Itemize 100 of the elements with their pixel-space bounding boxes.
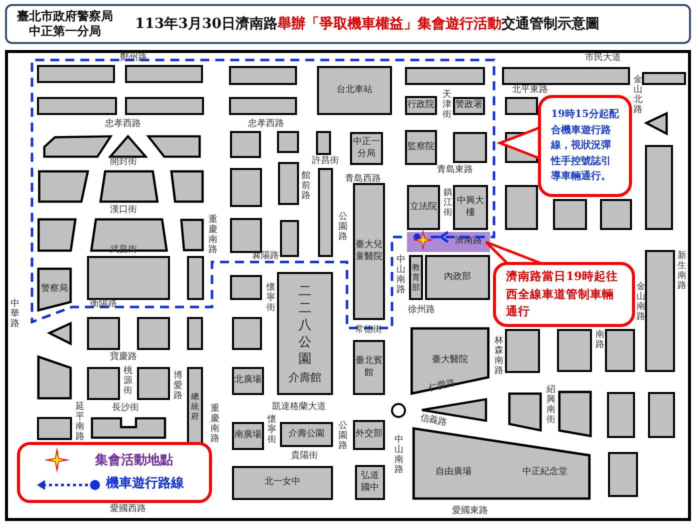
city-block xyxy=(37,65,115,83)
city-block xyxy=(505,97,538,115)
building-label: 臺大醫院 xyxy=(432,355,468,367)
city-block xyxy=(608,452,638,497)
building-block xyxy=(353,340,385,395)
city-block xyxy=(87,317,120,350)
city-block xyxy=(229,66,297,85)
city-block xyxy=(37,417,72,440)
city-block xyxy=(553,199,587,230)
diagram-title: 113年3月30日濟南路舉辦「爭取機車權益」集會遊行活動交通管制示意圖 xyxy=(135,15,600,33)
building-label: 外交部 xyxy=(356,429,382,441)
city-block xyxy=(645,145,673,230)
city-block xyxy=(48,322,72,345)
building-label: 介壽公園 xyxy=(288,428,324,440)
city-block xyxy=(108,135,148,158)
building-block xyxy=(453,97,485,115)
city-block xyxy=(600,199,632,230)
building-block xyxy=(453,185,488,230)
street-label: 北平東路 xyxy=(512,86,548,96)
street-label: 武昌街 xyxy=(110,246,137,256)
city-block xyxy=(230,275,262,300)
organization-name: 臺北市政府警察局中正第一分局 xyxy=(16,9,114,39)
street-label: 金山南路 xyxy=(636,283,646,323)
street-label: 長沙街 xyxy=(112,404,139,414)
building-label: 警察局 xyxy=(41,284,68,296)
city-block xyxy=(645,250,675,372)
city-block xyxy=(98,170,160,203)
building-block xyxy=(350,132,383,165)
city-block xyxy=(642,72,686,85)
city-block xyxy=(232,317,262,350)
building-block xyxy=(277,272,333,395)
building-block xyxy=(405,96,437,115)
building-label: 自由廣場 xyxy=(436,466,472,478)
building-block xyxy=(409,255,423,300)
street-label: 中山南路 xyxy=(394,436,404,476)
city-block xyxy=(137,317,170,350)
building-label: 南廣場 xyxy=(234,430,262,442)
building-block xyxy=(232,466,333,500)
city-block xyxy=(318,168,333,257)
street-label: 愛國東路 xyxy=(452,507,488,517)
city-block xyxy=(453,132,487,163)
street-label: 凱達格蘭大道 xyxy=(272,403,326,413)
city-block xyxy=(37,170,90,203)
street-label: 重慶南路 xyxy=(208,216,218,256)
building-label: 立法院 xyxy=(410,202,437,214)
building-block xyxy=(280,422,333,447)
city-block xyxy=(180,218,204,252)
city-block xyxy=(505,185,538,230)
building-label: 臺大兒童醫院 xyxy=(355,240,383,263)
building-label: 教育部 xyxy=(411,262,421,292)
street-label: 延平南路 xyxy=(75,403,86,443)
city-block xyxy=(278,162,299,205)
city-block xyxy=(87,367,120,400)
building-block xyxy=(232,367,264,395)
building-label: 中正紀念堂 xyxy=(522,466,568,478)
city-block xyxy=(125,97,204,115)
callout-bubble xyxy=(538,95,632,197)
street-label: 林森南路 xyxy=(494,337,504,377)
city-block xyxy=(558,390,592,438)
street-label: 中華路 xyxy=(10,300,20,330)
city-block xyxy=(605,329,635,372)
callout-text: 濟南路當日19時起往西全線車道管制車輛通行 xyxy=(506,268,620,320)
building-block xyxy=(425,255,490,300)
street-label: 天津街 xyxy=(442,91,452,121)
street-label: 漢口街 xyxy=(110,206,137,216)
street-label: 館前路 xyxy=(301,172,312,202)
building-label: 弘道國中 xyxy=(360,471,380,494)
street-label: 忠孝西路 xyxy=(248,120,284,130)
city-block xyxy=(37,97,117,115)
city-block xyxy=(508,392,542,432)
street-label: 懷寧街 xyxy=(266,284,276,314)
legend-label: 集會活動地點 xyxy=(95,453,173,469)
city-block xyxy=(137,367,170,400)
building-block xyxy=(37,267,72,312)
legend-label: 機車遊行路線 xyxy=(106,476,184,492)
street-label: 中山南路 xyxy=(396,256,406,296)
building-label: 內政部 xyxy=(444,272,471,284)
building-label: 介壽館 xyxy=(288,371,322,385)
building-label: 中正一分局 xyxy=(352,137,381,160)
city-block xyxy=(230,168,262,207)
street-label: 博愛路 xyxy=(173,372,184,402)
city-block xyxy=(277,131,299,153)
building-label: 臺北賓館 xyxy=(355,356,383,379)
city-block xyxy=(645,112,668,135)
building-label: 北一女中 xyxy=(264,477,300,489)
building-label: 行政院 xyxy=(408,100,434,112)
street-label: 信義路 xyxy=(418,414,448,430)
building-block xyxy=(407,185,440,230)
street-label: 金山北路 xyxy=(633,76,644,116)
street-label: 公園路 xyxy=(338,422,348,452)
building-block xyxy=(355,465,385,500)
street-label: 桃源街 xyxy=(123,367,134,397)
city-block xyxy=(88,218,170,252)
building-label: 台北車站 xyxy=(336,84,372,96)
city-block xyxy=(187,317,203,350)
city-block xyxy=(607,392,635,438)
city-block xyxy=(229,97,297,115)
city-block xyxy=(502,67,630,85)
street-label: 南路 xyxy=(595,331,606,351)
street-label: 鎮江街 xyxy=(443,189,454,219)
